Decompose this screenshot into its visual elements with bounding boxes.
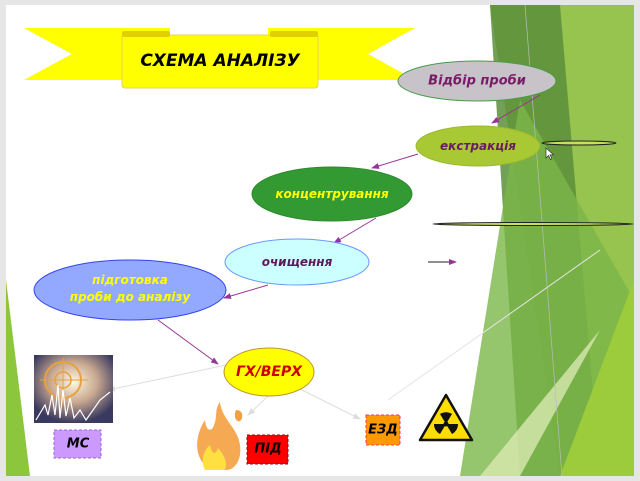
detector-ecd[interactable]: ЕЗД bbox=[368, 422, 398, 438]
background-decoration bbox=[6, 5, 634, 476]
detector-arrows bbox=[107, 249, 601, 420]
stray-lines bbox=[428, 140, 634, 265]
slide: СХЕМА АНАЛІЗУ Відбір проби екстракція ко… bbox=[6, 5, 634, 476]
title-banner bbox=[24, 28, 415, 89]
slide-graphics bbox=[6, 5, 634, 476]
node-concentration[interactable]: концентрування bbox=[275, 187, 389, 201]
node-cleanup[interactable]: очищення bbox=[261, 255, 333, 269]
mouse-cursor-icon bbox=[545, 147, 555, 160]
flame-icon bbox=[197, 402, 243, 470]
node-preparation-line2[interactable]: проби до аналізу bbox=[69, 290, 191, 304]
radiation-hazard-icon bbox=[418, 393, 474, 442]
node-sampling[interactable]: Відбір проби bbox=[428, 73, 526, 89]
node-preparation-line1[interactable]: підготовка bbox=[92, 273, 168, 287]
mass-spectrum-image bbox=[34, 355, 113, 423]
node-extraction[interactable]: екстракція bbox=[440, 139, 516, 153]
page-title: СХЕМА АНАЛІЗУ bbox=[140, 51, 300, 71]
detector-fid[interactable]: ПІД bbox=[254, 441, 282, 457]
node-chromatography[interactable]: ГХ/ВЕРХ bbox=[235, 364, 303, 380]
flow-arrows bbox=[157, 94, 541, 365]
detector-ms[interactable]: МС bbox=[66, 436, 90, 452]
